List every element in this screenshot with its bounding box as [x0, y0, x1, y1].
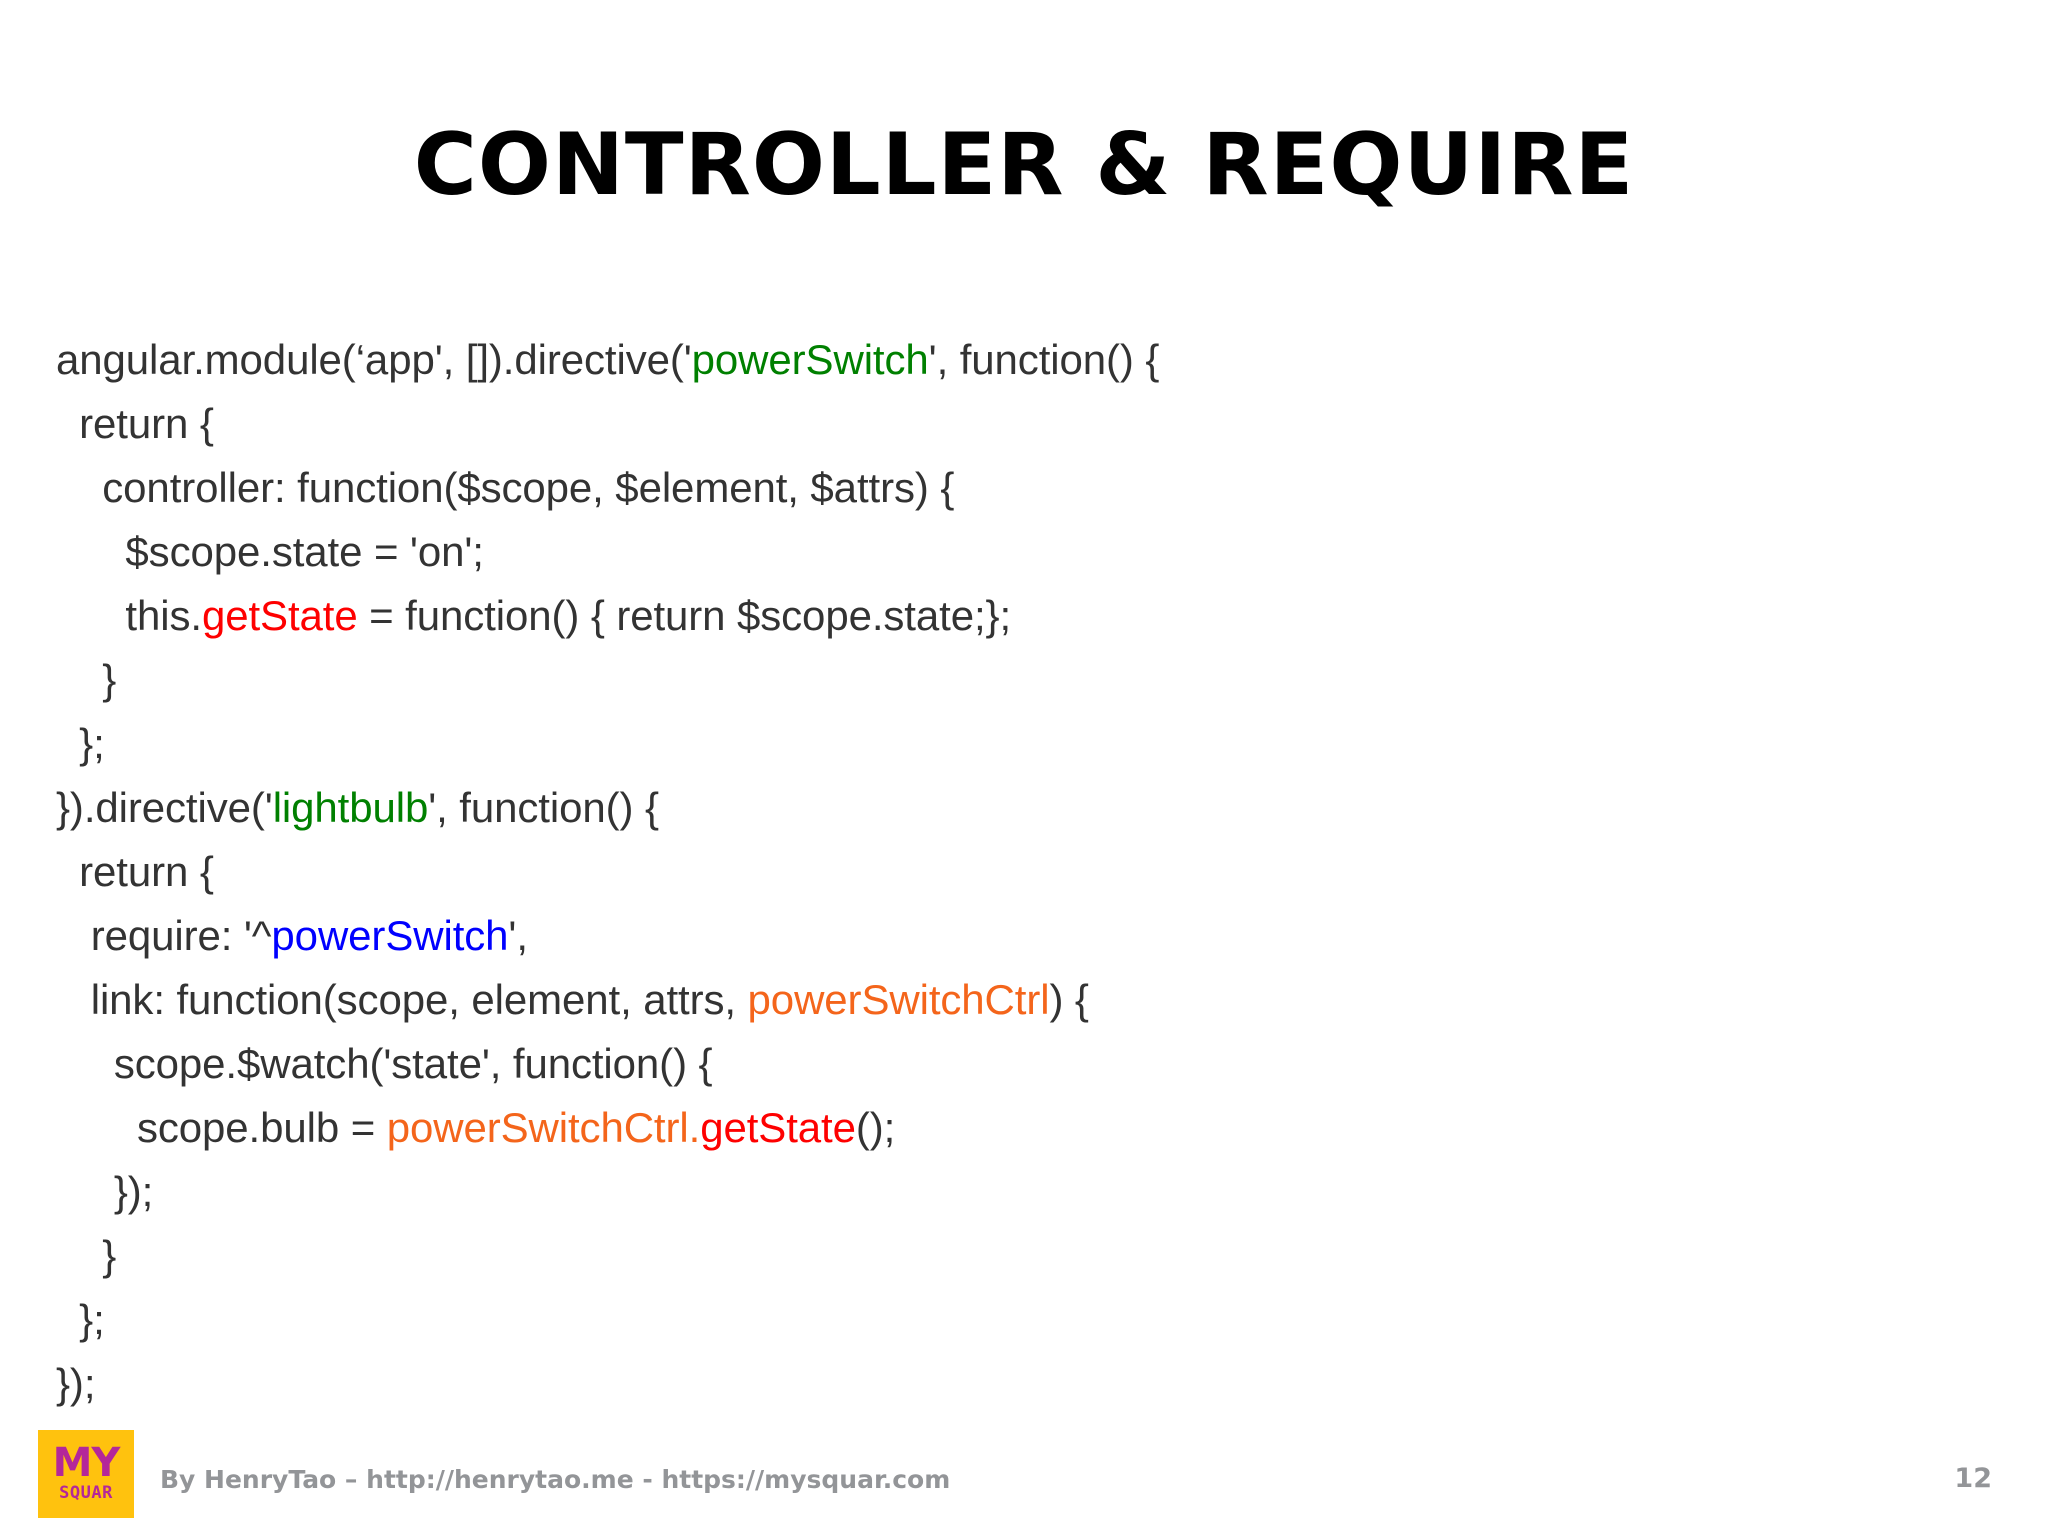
code-token: $scope.state = 'on';: [56, 528, 484, 575]
code-token: powerSwitchCtrl: [747, 976, 1050, 1023]
code-token: ) {: [1049, 976, 1089, 1023]
code-token: .: [688, 1104, 701, 1151]
code-token: angular.module(‘app', []).directive(': [56, 336, 692, 383]
code-token: powerSwitch: [271, 912, 509, 959]
code-token: powerSwitch: [691, 336, 929, 383]
code-token: ', function() {: [428, 784, 659, 831]
code-token: ',: [508, 912, 528, 959]
code-line: }).directive('lightbulb', function() {: [56, 776, 1956, 840]
code-token: };: [56, 1296, 105, 1343]
code-token: powerSwitchCtrl: [386, 1104, 689, 1151]
code-token: link: function(scope, element, attrs,: [56, 976, 748, 1023]
code-line: $scope.state = 'on';: [56, 520, 1956, 584]
code-line: }: [56, 1224, 1956, 1288]
code-line: controller: function($scope, $element, $…: [56, 456, 1956, 520]
code-token: return {: [56, 848, 214, 895]
code-token: this.: [56, 592, 202, 639]
code-line: return {: [56, 840, 1956, 904]
code-line: link: function(scope, element, attrs, po…: [56, 968, 1956, 1032]
code-token: }: [56, 656, 117, 703]
code-listing: angular.module(‘app', []).directive('pow…: [56, 328, 1956, 1416]
code-token: });: [56, 1168, 154, 1215]
code-token: scope.$watch('state', function() {: [56, 1040, 713, 1087]
code-token: require: '^: [56, 912, 272, 959]
footer-credit: By HenryTao – http://henrytao.me - https…: [160, 1465, 951, 1494]
code-token: lightbulb: [272, 784, 429, 831]
code-line: require: '^powerSwitch',: [56, 904, 1956, 968]
code-line: scope.$watch('state', function() {: [56, 1032, 1956, 1096]
code-line: };: [56, 1288, 1956, 1352]
code-token: ', function() {: [928, 336, 1160, 383]
code-token: ();: [855, 1104, 896, 1151]
code-token: getState: [201, 592, 358, 639]
slide-footer: MY SQUAR By HenryTao – http://henrytao.m…: [0, 1426, 2048, 1536]
code-line: return {: [56, 392, 1956, 456]
code-token: getState: [700, 1104, 856, 1151]
code-line: this.getState = function() { return $sco…: [56, 584, 1956, 648]
mysquar-logo: MY SQUAR: [38, 1430, 134, 1518]
logo-text-my: MY: [52, 1440, 121, 1486]
page-number: 12: [1954, 1463, 1992, 1494]
code-line: }: [56, 648, 1956, 712]
code-token: return {: [56, 400, 214, 447]
code-token: });: [56, 1360, 96, 1407]
code-line: });: [56, 1160, 1956, 1224]
code-token: scope.bulb =: [56, 1104, 387, 1151]
page-title: CONTROLLER & REQUIRE: [413, 114, 1635, 215]
code-line: angular.module(‘app', []).directive('pow…: [56, 328, 1956, 392]
code-token: }: [56, 1232, 117, 1279]
code-line: });: [56, 1352, 1956, 1416]
code-token: controller: function($scope, $element, $…: [56, 464, 955, 511]
code-line: scope.bulb = powerSwitchCtrl.getState();: [56, 1096, 1956, 1160]
code-token: }).directive(': [56, 784, 273, 831]
logo-text-squar: SQUAR: [59, 1483, 113, 1503]
code-token: = function() { return $scope.state;};: [357, 592, 1012, 639]
code-token: };: [56, 720, 105, 767]
code-line: };: [56, 712, 1956, 776]
